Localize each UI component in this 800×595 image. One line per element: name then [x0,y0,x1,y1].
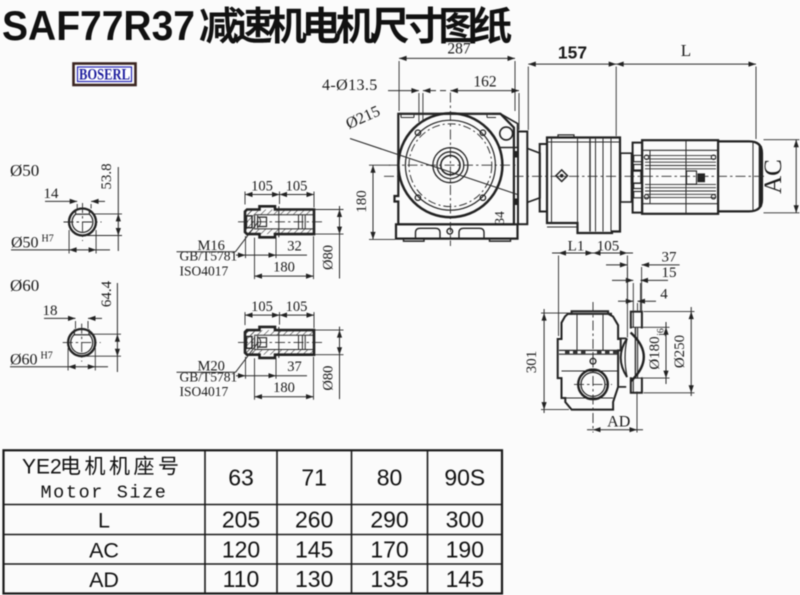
svg-text:Ø250: Ø250 [672,335,688,368]
svg-text:105: 105 [286,299,308,315]
svg-text:Ø80: Ø80 [321,366,337,391]
svg-text:105: 105 [597,239,620,255]
svg-text:18: 18 [43,303,58,319]
svg-text:M20: M20 [198,359,225,375]
svg-text:YE2: YE2 [22,456,62,479]
svg-text:BOSERL: BOSERL [79,67,130,84]
svg-text:AC: AC [760,159,787,194]
svg-text:AC: AC [89,539,119,563]
svg-text:162: 162 [473,74,496,91]
svg-text:260: 260 [295,507,333,533]
svg-text:L: L [681,41,691,60]
svg-text:205: 205 [222,507,260,533]
svg-text:Ø180: Ø180 [647,336,663,369]
svg-text:71: 71 [301,465,327,491]
svg-text:300: 300 [446,507,484,533]
svg-text:Ø50: Ø50 [11,235,39,252]
svg-text:301: 301 [524,351,540,374]
svg-text:53.8: 53.8 [99,163,115,189]
svg-text:105: 105 [286,178,308,194]
svg-text:AD: AD [89,568,119,592]
svg-text:145: 145 [446,566,484,592]
svg-text:63: 63 [228,465,254,491]
svg-text:287: 287 [447,41,471,58]
svg-text:157: 157 [558,43,587,63]
svg-text:170: 170 [370,537,408,563]
svg-text:180: 180 [273,260,295,276]
svg-text:4: 4 [660,287,668,303]
svg-text:j6: j6 [657,328,667,337]
svg-text:ISO4017: ISO4017 [180,263,229,278]
svg-text:Ø50: Ø50 [10,161,39,180]
svg-text:90S: 90S [444,465,485,491]
svg-text:15: 15 [662,265,677,281]
svg-text:Ø60: Ø60 [10,352,38,369]
svg-text:M16: M16 [198,238,225,254]
svg-text:105: 105 [251,178,273,194]
svg-text:L1: L1 [568,239,585,255]
svg-text:180: 180 [354,190,370,213]
svg-text:64.4: 64.4 [99,280,115,307]
svg-text:4-Ø13.5: 4-Ø13.5 [322,77,378,94]
svg-text:AD: AD [607,414,630,431]
svg-text:135: 135 [370,566,408,592]
svg-text:14: 14 [44,186,60,202]
svg-text:GB/T5781: GB/T5781 [180,249,238,264]
svg-text:L: L [98,509,110,533]
svg-text:145: 145 [295,537,333,563]
svg-text:GB/T5781: GB/T5781 [180,369,238,384]
svg-text:80: 80 [377,465,403,491]
svg-text:34: 34 [492,211,507,225]
svg-text:110: 110 [223,566,260,592]
svg-text:ISO4017: ISO4017 [180,384,229,399]
svg-text:180: 180 [273,380,295,396]
svg-text:Motor Size: Motor Size [40,483,167,504]
svg-text:290: 290 [370,507,408,533]
svg-text:120: 120 [222,537,260,563]
svg-text:130: 130 [295,566,333,592]
svg-text:H7: H7 [42,234,54,245]
svg-text:37: 37 [662,250,678,266]
svg-text:105: 105 [251,299,273,315]
svg-text:190: 190 [446,537,484,563]
svg-text:32: 32 [287,239,302,255]
svg-text:Ø80: Ø80 [321,245,337,270]
svg-text:Ø60: Ø60 [10,276,39,295]
svg-text:37: 37 [287,359,302,375]
svg-text:SAF77R37: SAF77R37 [2,2,195,49]
svg-text:H7: H7 [41,351,53,362]
